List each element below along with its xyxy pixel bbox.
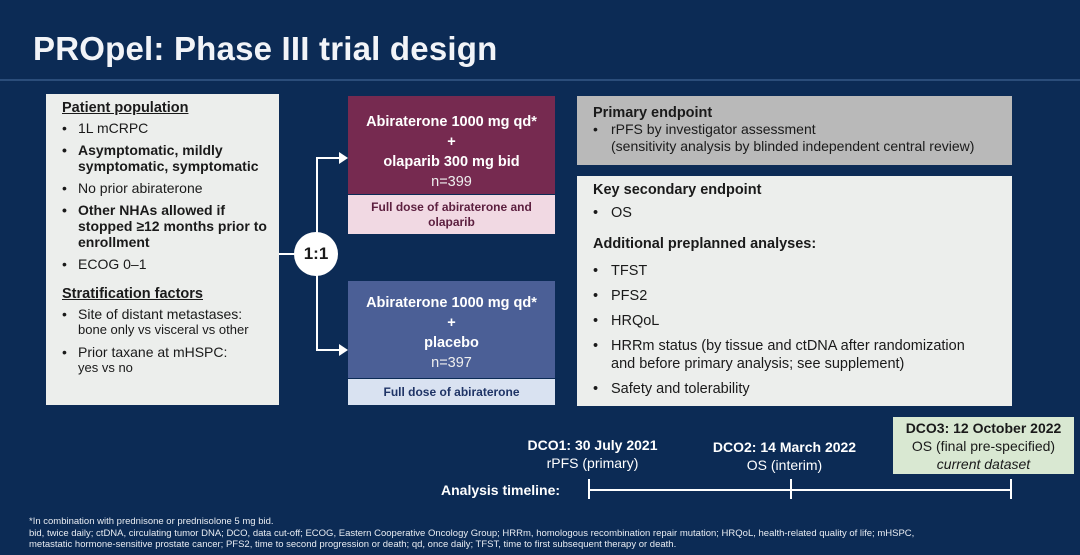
stratification-item: Site of distant metastases: bone only vs… (62, 306, 269, 338)
additional-analysis-item: TFST (593, 262, 996, 280)
timeline-axis (589, 489, 1012, 491)
primary-endpoint-heading: Primary endpoint (593, 105, 713, 121)
connector-to-top-arm (316, 157, 340, 159)
additional-analysis-item: HRRm status (by tissue and ctDNA after r… (593, 337, 996, 373)
arrow-top-icon (339, 152, 348, 164)
footnote-line: metastatic hormone-sensitive prostate ca… (29, 539, 677, 550)
connector-to-bottom-arm (316, 349, 340, 351)
stratification-item-line1: Site of distant metastases: (78, 306, 243, 322)
arm-olaparib-n: n=399 (431, 174, 472, 190)
additional-analyses-heading: Additional preplanned analyses: (593, 236, 817, 252)
title-divider (0, 79, 1080, 81)
stratification-item-line1: Prior taxane at mHSPC: (78, 344, 228, 360)
secondary-endpoint-heading: Key secondary endpoint (593, 182, 762, 198)
population-item: Other NHAs allowed if stopped ≥12 months… (62, 202, 269, 250)
dco3-label: DCO3: 12 October 2022 OS (final pre-spec… (893, 417, 1074, 474)
stratification-heading: Stratification factors (62, 286, 203, 302)
timeline-tick-dco1 (588, 479, 590, 499)
arm-placebo: Abiraterone 1000 mg qd* + placebo n=397 (348, 281, 555, 378)
population-heading: Patient population (62, 100, 189, 116)
footnote-line: *In combination with prednisone or predn… (29, 516, 274, 527)
arm-olaparib-line3: olaparib 300 mg bid (383, 154, 520, 170)
arm-placebo-plus: + (447, 315, 456, 331)
dco3-subtitle: OS (final pre-specified) (911, 438, 1056, 454)
dco3-note: current dataset (936, 456, 1031, 472)
arm-placebo-n: n=397 (431, 355, 472, 371)
dco1-title: DCO1: 30 July 2021 (527, 437, 658, 453)
eligibility-panel: Patient population 1L mCRPC Asymptomatic… (46, 94, 279, 405)
population-item: No prior abiraterone (62, 180, 269, 196)
dco3-title: DCO3: 12 October 2022 (905, 420, 1062, 436)
connector-horizontal (279, 253, 297, 255)
arm-olaparib-note: Full dose of abiraterone and olaparib (348, 195, 555, 234)
arm-placebo-note: Full dose of abiraterone (348, 379, 555, 405)
randomization-ratio: 1:1 (294, 232, 338, 276)
stratification-item-line2: bone only vs visceral vs other (78, 322, 249, 337)
dco1-label: DCO1: 30 July 2021 rPFS (primary) (510, 436, 675, 472)
footnote-line: bid, twice daily; ctDNA, circulating tum… (29, 527, 915, 539)
arm-placebo-line3: placebo (424, 335, 479, 351)
primary-endpoint-line1: rPFS by investigator assessment (611, 121, 816, 137)
arm-olaparib-line1: Abiraterone 1000 mg qd* (366, 114, 537, 130)
arm-placebo-line1: Abiraterone 1000 mg qd* (366, 295, 537, 311)
timeline-tick-dco2 (790, 479, 792, 499)
stratification-list: Site of distant metastases: bone only vs… (62, 306, 269, 376)
arm-olaparib-plus: + (447, 134, 456, 150)
page-title: PROpel: Phase III trial design (33, 30, 498, 67)
secondary-endpoint-item: OS (593, 204, 996, 222)
secondary-endpoint-list: OS (593, 204, 996, 222)
primary-endpoint-line2: (sensitivity analysis by blinded indepen… (611, 138, 975, 154)
additional-analyses-list: TFST PFS2 HRQoL HRRm status (by tissue a… (593, 262, 996, 398)
dco2-label: DCO2: 14 March 2022 OS (interim) (697, 438, 872, 474)
arm-olaparib: Abiraterone 1000 mg qd* + olaparib 300 m… (348, 96, 555, 194)
secondary-endpoint-box: Key secondary endpoint OS Additional pre… (577, 176, 1012, 406)
population-list: 1L mCRPC Asymptomatic, mildly symptomati… (62, 120, 269, 272)
primary-endpoint-list: rPFS by investigator assessment (sensiti… (593, 121, 996, 155)
stratification-item: Prior taxane at mHSPC: yes vs no (62, 344, 269, 376)
stratification-item-line2: yes vs no (78, 360, 133, 375)
additional-analysis-item: HRQoL (593, 312, 996, 330)
arrow-bottom-icon (339, 344, 348, 356)
population-item: Asymptomatic, mildly symptomatic, sympto… (62, 142, 269, 174)
primary-endpoint-item: rPFS by investigator assessment (sensiti… (593, 121, 996, 155)
dco2-title: DCO2: 14 March 2022 (712, 439, 857, 455)
timeline-label: Analysis timeline: (441, 482, 561, 498)
dco2-subtitle: OS (interim) (746, 457, 823, 473)
additional-analysis-item: Safety and tolerability (593, 380, 996, 398)
dco1-subtitle: rPFS (primary) (546, 455, 639, 471)
additional-analysis-item: PFS2 (593, 287, 996, 305)
population-item: ECOG 0–1 (62, 256, 269, 272)
primary-endpoint-box: Primary endpoint rPFS by investigator as… (577, 96, 1012, 165)
population-item: 1L mCRPC (62, 120, 269, 136)
timeline-tick-dco3 (1010, 479, 1012, 499)
footnotes: *In combination with prednisone or predn… (29, 516, 1059, 551)
